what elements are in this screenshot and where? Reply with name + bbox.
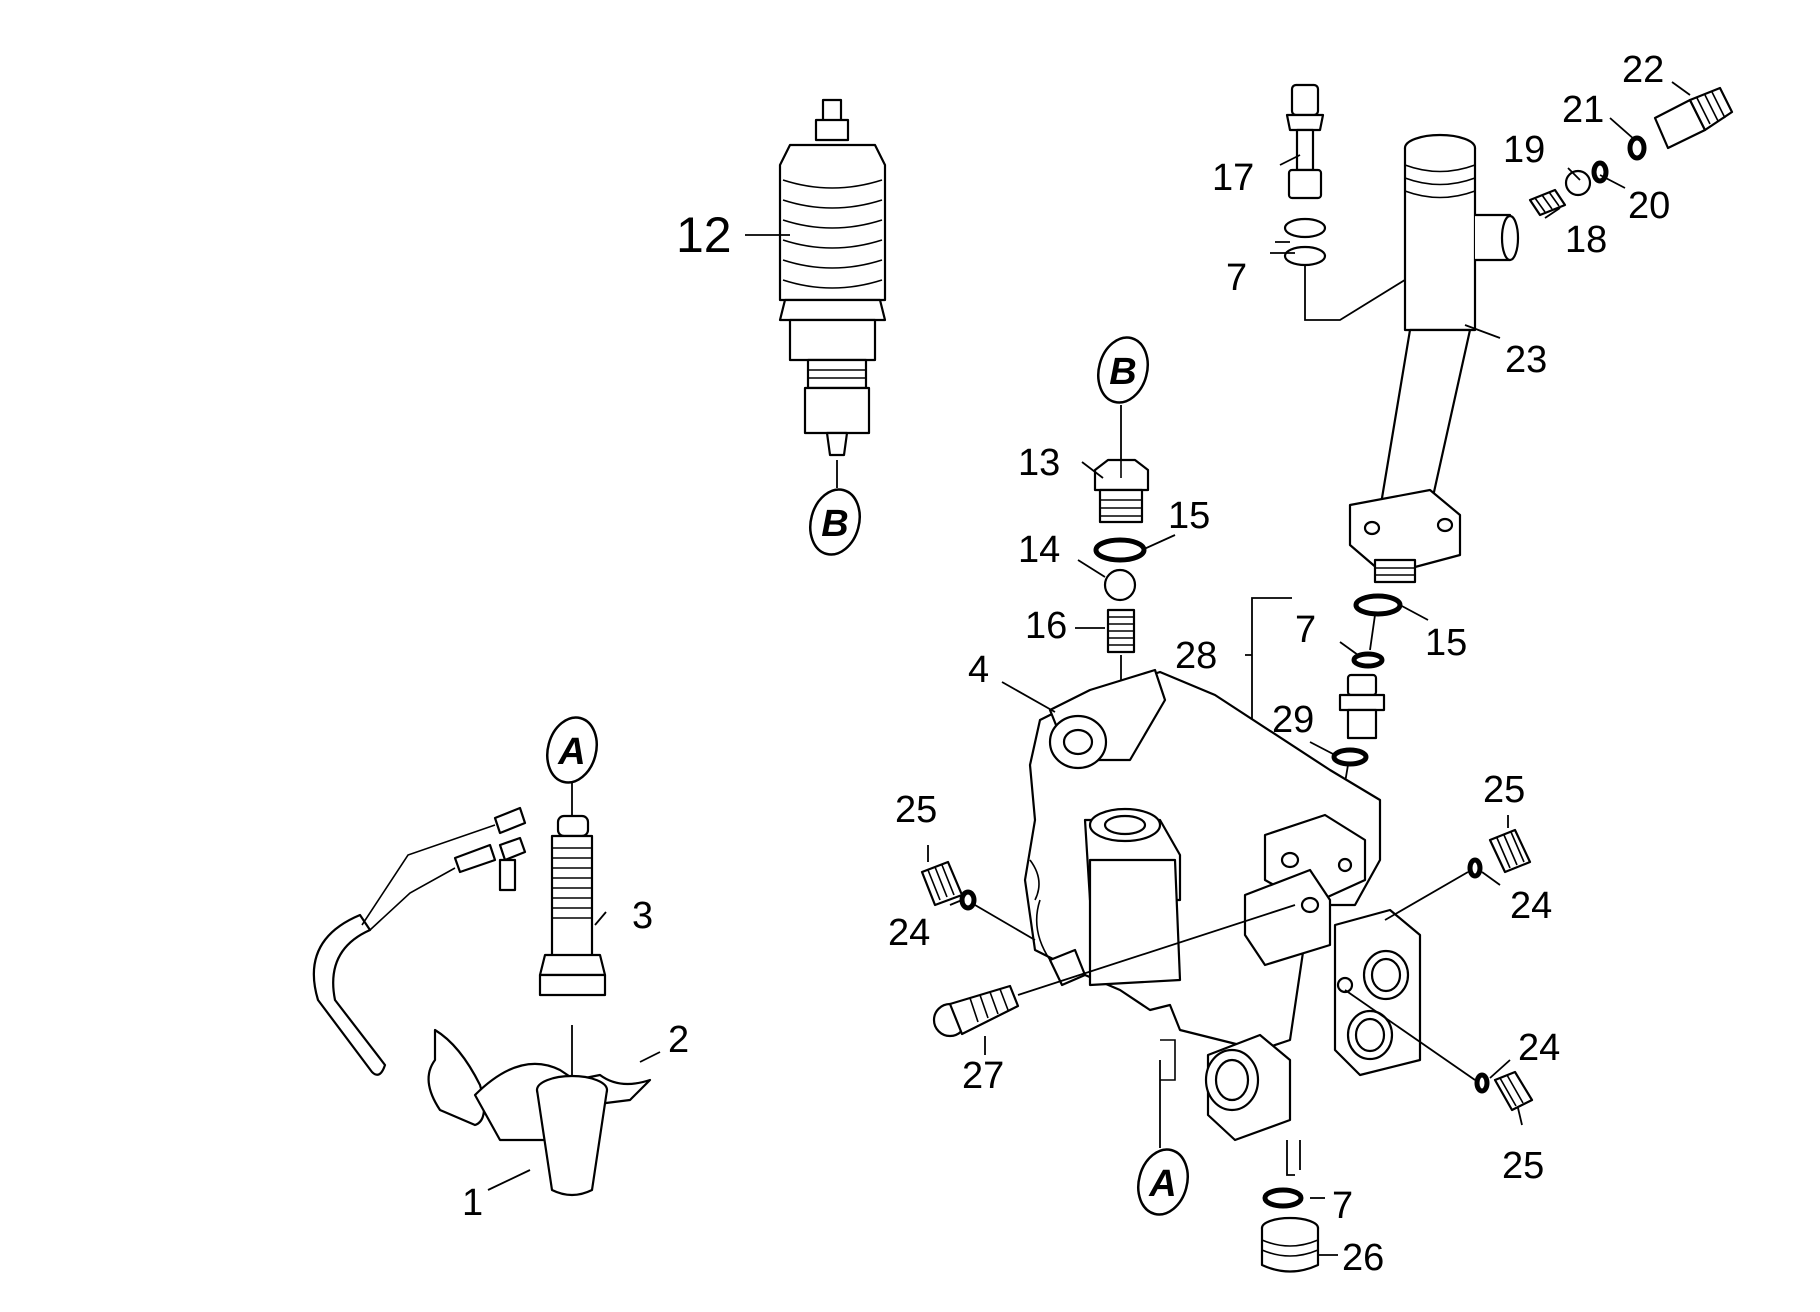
bracket-bottom xyxy=(1286,1140,1301,1176)
callout-22: 22 xyxy=(1622,49,1664,91)
callout-23: 23 xyxy=(1505,339,1547,381)
callout-24-right-lower: 24 xyxy=(1518,1027,1560,1069)
callout-25-right-lower: 25 xyxy=(1502,1145,1544,1187)
callout-leaders xyxy=(487,81,1691,1256)
callout-13: 13 xyxy=(1018,442,1060,484)
callout-28: 28 xyxy=(1175,635,1217,677)
part-24-oring-left xyxy=(959,889,977,911)
callout-7-top: 7 xyxy=(1226,257,1247,299)
callout-12: 12 xyxy=(676,207,732,263)
part-12-unloader-valve xyxy=(778,98,887,488)
callout-1: 1 xyxy=(462,1182,483,1224)
part-21-oring xyxy=(1627,135,1647,161)
svg-text:B: B xyxy=(1109,351,1136,393)
part-17-valve-insert xyxy=(1285,83,1325,200)
callout-18: 18 xyxy=(1565,219,1607,261)
axis-24-right-upper xyxy=(1384,871,1469,921)
svg-text:A: A xyxy=(1148,1163,1176,1205)
part-24-oring-right-lower xyxy=(1474,1072,1490,1094)
part-24-oring-right-upper xyxy=(1467,857,1483,879)
ref-b-bottom: B xyxy=(809,488,861,556)
callout-17: 17 xyxy=(1212,157,1254,199)
part-14-ball xyxy=(1103,568,1137,602)
part-15-oring-left xyxy=(1093,537,1147,563)
callout-25-right-upper: 25 xyxy=(1483,769,1525,811)
axis-24-right-lower xyxy=(1344,989,1476,1081)
callout-26: 26 xyxy=(1342,1237,1384,1279)
part-29-valve-insert xyxy=(1338,673,1386,740)
callout-21: 21 xyxy=(1562,89,1604,131)
ref-a-top: A xyxy=(546,716,598,784)
part-4-pump-head xyxy=(1023,668,1422,1142)
part-16-spring xyxy=(1106,608,1136,654)
axis-24-left xyxy=(974,904,1036,941)
part-25-plug-right-upper xyxy=(1488,828,1532,874)
part-25-plug-right-lower xyxy=(1493,1070,1534,1112)
part-1-pressure-switch xyxy=(312,806,652,1197)
callout-24-left: 24 xyxy=(888,912,930,954)
svg-text:A: A xyxy=(557,731,585,773)
callout-15-left: 15 xyxy=(1168,495,1210,537)
part-19-ball xyxy=(1564,169,1592,197)
part-7-oring-lower xyxy=(1331,747,1369,767)
callout-7-middle: 7 xyxy=(1295,609,1316,651)
part-7-oring-bottom xyxy=(1262,1187,1304,1209)
callout-2: 2 xyxy=(668,1019,689,1061)
part-7-oring-middle xyxy=(1351,651,1385,669)
callout-4: 4 xyxy=(968,649,989,691)
part-26-plug xyxy=(1260,1216,1320,1273)
part-27-screw xyxy=(932,904,1296,1038)
callout-7-bottom: 7 xyxy=(1332,1185,1353,1227)
part-23-outlet-pipe xyxy=(1348,133,1520,584)
svg-text:B: B xyxy=(821,503,848,545)
callout-15-right: 15 xyxy=(1425,622,1467,664)
part-15-oring-right xyxy=(1353,593,1403,617)
part-13-plug xyxy=(1093,458,1150,524)
callout-24-right-upper: 24 xyxy=(1510,885,1552,927)
axis-15-right xyxy=(1369,614,1376,651)
ref-a-bottom: A xyxy=(1137,1148,1189,1216)
ref-b-top: B xyxy=(1097,336,1149,404)
part-25-plug-left xyxy=(920,860,964,907)
part-3-piston xyxy=(538,814,607,997)
part-20-oring xyxy=(1591,160,1609,184)
part-18-spring xyxy=(1528,188,1567,217)
callout-16: 16 xyxy=(1025,605,1067,647)
callout-27: 27 xyxy=(962,1055,1004,1097)
callout-3: 3 xyxy=(632,895,653,937)
callout-20: 20 xyxy=(1628,185,1670,227)
callout-14: 14 xyxy=(1018,529,1060,571)
part-7-orings-top xyxy=(1283,217,1327,267)
callout-25-left: 25 xyxy=(895,789,937,831)
callout-29: 29 xyxy=(1272,699,1314,741)
part-22-fitting xyxy=(1653,86,1734,150)
callout-19: 19 xyxy=(1503,129,1545,171)
